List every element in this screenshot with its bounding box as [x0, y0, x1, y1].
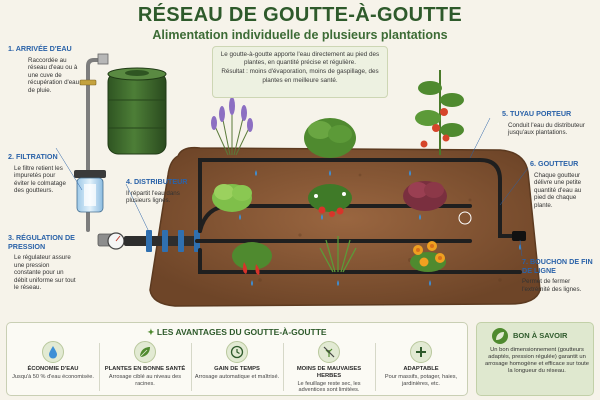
benefit-heading: ÉCONOMIE D'EAU	[27, 366, 79, 372]
clock-icon	[226, 341, 248, 363]
benefit-adaptable: ADAPTABLE Pour massifs, potager, haies, …	[377, 341, 465, 387]
plant-lavender	[211, 97, 253, 156]
benefit-fewer-weeds: MOINS DE MAUVAISES HERBES Le feuillage r…	[285, 341, 373, 394]
callout-text: Le filtre retient les impuretés pour évi…	[14, 164, 66, 195]
good-to-know-text: Un bon dimensionnement (goutteurs adapté…	[485, 347, 589, 374]
callout-heading: 7. BOUCHON DE FIN DE LIGNE	[522, 257, 593, 275]
benefit-text: Jusqu'à 50 % d'eau économisée.	[12, 373, 94, 380]
plant-lettuce	[212, 184, 252, 212]
benefits-title: ✦ LES AVANTAGES DU GOUTTE-À-GOUTTE	[147, 327, 327, 337]
intro-line-2: Résultat : moins d'évaporation, moins de…	[221, 68, 379, 84]
no-weeds-icon	[318, 341, 340, 363]
page-subtitle: Alimentation individuelle de plusieurs p…	[152, 28, 448, 42]
plant-herb-bush	[304, 118, 356, 158]
distributor-manifold	[124, 230, 200, 252]
callout-heading: 3. RÉGULATION DE PRESSION	[8, 233, 75, 251]
plant-marigold	[410, 241, 446, 272]
benefit-text: Le feuillage reste sec, les adventices s…	[297, 380, 361, 394]
callout-pressure-regulation: 3. RÉGULATION DE PRESSION Le régulateur …	[8, 233, 76, 292]
plant-grass-herb	[319, 236, 357, 273]
benefit-text: Arrosage ciblé au niveau des racines.	[108, 373, 182, 387]
callout-text: Chaque goutteur délivre une petite quant…	[534, 171, 582, 209]
page-title: RÉSEAU DE GOUTTE-À-GOUTTE	[137, 4, 463, 26]
callout-leader-lines	[55, 117, 529, 257]
good-to-know-heading: BON À SAVOIR	[513, 331, 568, 340]
callout-water-inlet: 1. ARRIVÉE D'EAU Raccordée au réseau d'e…	[8, 44, 80, 94]
inlet-pipe	[86, 58, 102, 232]
benefit-text: Arrosage automatique et maîtrisé.	[194, 373, 280, 380]
water-drop-icon	[42, 341, 64, 363]
plant-tomato	[415, 70, 464, 155]
callout-text: Raccordée au réseau d'eau ou à une cuve …	[28, 56, 80, 94]
callout-text: Le régulateur assure une pression consta…	[14, 254, 76, 292]
benefit-heading: PLANTES EN BONNE SANTÉ	[104, 366, 186, 372]
benefit-heading: MOINS DE MAUVAISES HERBES	[296, 366, 362, 379]
benefit-divider	[99, 343, 100, 391]
sprout-icon: ✦	[147, 327, 157, 337]
leaf-icon	[134, 341, 156, 363]
plus-icon	[410, 341, 432, 363]
callout-heading: 2. FILTRATION	[8, 152, 58, 161]
benefit-divider	[191, 343, 192, 391]
callout-text: Permet de fermer l'extrémité des lignes.	[522, 278, 582, 293]
benefit-divider	[283, 343, 284, 391]
good-to-know-panel: BON À SAVOIR Un bon dimensionnement (gou…	[476, 322, 594, 396]
callout-end-cap: 7. BOUCHON DE FIN DE LIGNE Permet de fer…	[522, 257, 596, 293]
benefit-time-saving: GAIN DE TEMPS Arrosage automatique et ma…	[193, 341, 281, 381]
plant-red-leaf	[403, 181, 447, 211]
benefit-water-saving: ÉCONOMIE D'EAU Jusqu'à 50 % d'eau économ…	[9, 341, 97, 381]
benefit-text: Pour massifs, potager, haies, jardinière…	[384, 373, 458, 387]
benefit-healthy-plants: PLANTES EN BONNE SANTÉ Arrosage ciblé au…	[101, 341, 189, 387]
callout-heading: 1. ARRIVÉE D'EAU	[8, 44, 72, 53]
benefit-heading: ADAPTABLE	[403, 366, 439, 372]
callout-heading: 4. DISTRIBUTEUR	[126, 177, 188, 186]
leaf-badge-icon	[491, 327, 509, 350]
callout-heading: 5. TUYAU PORTEUR	[502, 109, 572, 118]
plant-pepper	[232, 242, 272, 275]
benefit-heading: GAIN DE TEMPS	[214, 366, 260, 372]
callout-distributor: 4. DISTRIBUTEUR Il répartit l'eau dans p…	[126, 177, 192, 205]
callout-dripper: 6. GOUTTEUR Chaque goutteur délivre une …	[530, 159, 594, 209]
intro-box: Le goutte-à-goutte apporte l'eau directe…	[212, 46, 388, 98]
filter-unit	[74, 170, 106, 213]
drippers	[239, 170, 521, 286]
intro-line-1: Le goutte-à-goutte apporte l'eau directe…	[220, 51, 380, 67]
soil-bed	[149, 146, 541, 307]
pressure-regulator	[97, 232, 125, 250]
callout-heading: 6. GOUTTEUR	[530, 159, 579, 168]
callout-text: Il répartit l'eau dans plusieurs lignes.	[126, 189, 180, 205]
benefits-panel: ✦ LES AVANTAGES DU GOUTTE-À-GOUTTE ÉCONO…	[6, 322, 468, 396]
benefit-divider	[375, 343, 376, 391]
plant-strawberry	[308, 184, 352, 217]
callout-text: Conduit l'eau du distributeur jusqu'aux …	[508, 121, 585, 137]
end-cap	[458, 211, 526, 241]
callout-carrier-pipe: 5. TUYAU PORTEUR Conduit l'eau du distri…	[502, 109, 594, 137]
callout-filtration: 2. FILTRATION Le filtre retient les impu…	[8, 152, 72, 195]
water-tank	[107, 67, 167, 155]
